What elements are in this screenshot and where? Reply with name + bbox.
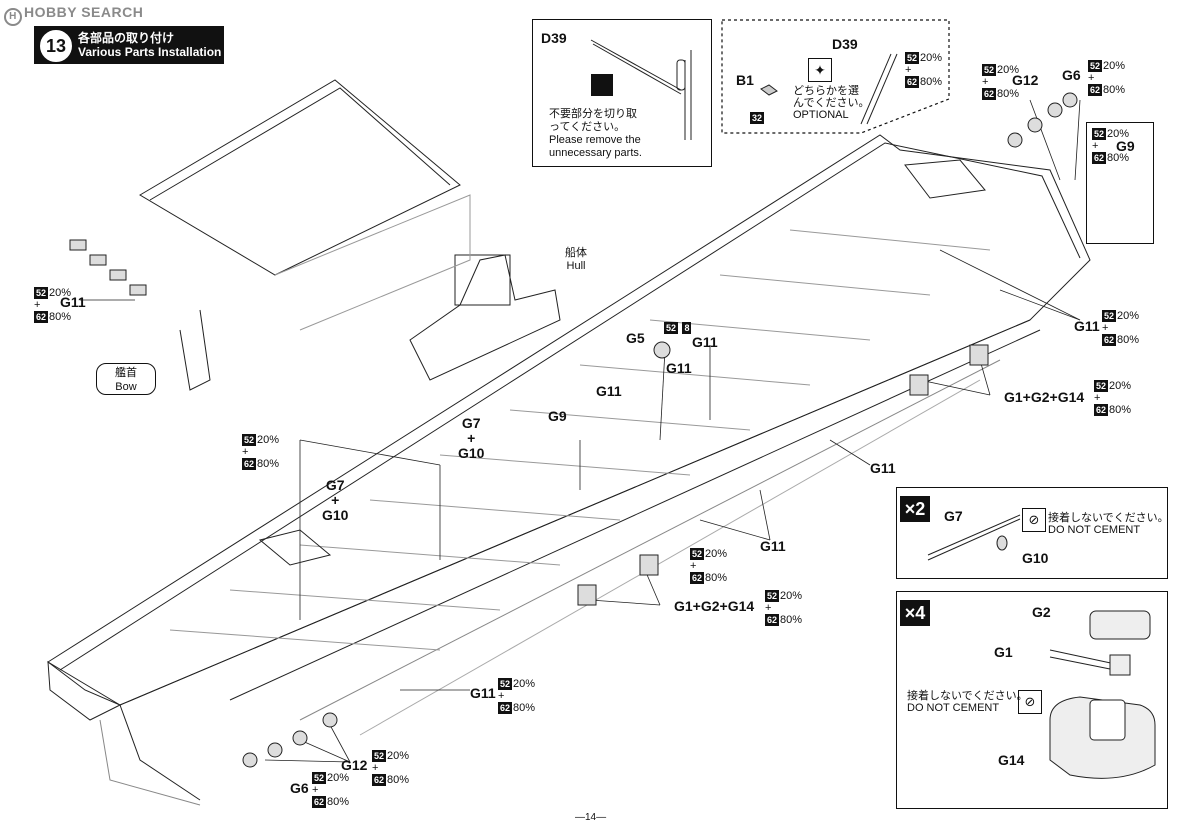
inset-optional-chip-b: 32 [750, 112, 765, 124]
optional-en: OPTIONAL [793, 109, 849, 121]
bow-label: 艦首 Bow [96, 363, 156, 395]
step-header: 13 各部品の取り付け Various Parts Installation [34, 26, 224, 64]
x2-part-a: G7 [944, 508, 963, 524]
g6-top-label: G6 [1062, 67, 1081, 83]
g5-chips: 52 8 [664, 322, 692, 334]
g9-mid-label: G9 [548, 408, 567, 424]
x4-note-en: DO NOT CEMENT [907, 702, 1000, 714]
step-title-jp: 各部品の取り付け [78, 31, 175, 45]
remove-en-2: unnecessary parts. [549, 147, 642, 159]
g7-lower: G7 [325, 477, 345, 493]
g11-c-label: G11 [596, 383, 622, 399]
inset-remove-parts: D39 不要部分を切り取 ってください。 Please remove the u… [532, 19, 712, 167]
page-number: —14— [575, 812, 607, 823]
g11-mid2-label: G11 [760, 538, 786, 554]
x2-multiplier: ×2 [900, 496, 930, 522]
d39-part-drawing [590, 39, 692, 140]
inset-remove-part: D39 [541, 30, 567, 46]
x2-detail-box [896, 487, 1168, 579]
g10-lower: G10 [322, 507, 349, 523]
watermark-text: HOBBY SEARCH [24, 4, 144, 20]
remove-jp-2: ってください。 [549, 121, 626, 133]
g7-g10-lower-label: G7 + G10 [322, 478, 348, 523]
step-number: 13 [40, 30, 72, 62]
remove-en-1: Please remove the [549, 134, 641, 146]
g11-mid-label: G11 [870, 460, 896, 476]
x4-part-c: G14 [998, 752, 1025, 768]
plus-lower: + [331, 492, 340, 508]
plus-upper: + [467, 430, 476, 446]
g11-a-label: G11 [692, 334, 718, 350]
x4-note-jp: 接着しないでください。 [907, 690, 1028, 702]
g9-right-label: G9 [1116, 138, 1135, 154]
g12-top-label: G12 [1012, 72, 1039, 88]
x4-multiplier: ×4 [900, 600, 930, 626]
x4-part-a: G2 [1032, 604, 1051, 620]
optional-jp-2: んでください。 [793, 97, 870, 109]
inset-optional-border [721, 19, 950, 134]
step-title-en: Various Parts Installation [78, 45, 222, 59]
x2-note-jp: 接着しないでください。 [1048, 512, 1169, 524]
g12-bottom-label: G12 [341, 757, 368, 773]
g6-bottom-label: G6 [290, 780, 309, 796]
g9-detail-box [1086, 122, 1154, 244]
x4-note: 接着しないでください。 DO NOT CEMENT [907, 690, 1028, 714]
x2-note-en: DO NOT CEMENT [1048, 524, 1141, 536]
g5-label: G5 [626, 330, 645, 346]
bow-label-en: Bow [115, 381, 137, 393]
inset-optional-text: どちらかを選 んでください。 OPTIONAL [793, 85, 869, 121]
cut-icon [591, 74, 613, 96]
no-cement-icon-x4: ⊘ [1018, 690, 1042, 714]
gun-mount-drawing [1049, 610, 1156, 779]
x2-note: 接着しないでください。 DO NOT CEMENT [1048, 512, 1169, 536]
g1g2g14-mid-label: G1+G2+G14 [674, 598, 755, 614]
x2-part-b: G10 [1022, 550, 1049, 566]
g7-upper: G7 [461, 415, 481, 431]
g7-g10-upper-label: G7 + G10 [458, 416, 484, 461]
g11-bottom-label: G11 [470, 685, 496, 701]
inset-remove-text: 不要部分を切り取 ってください。 Please remove the unnec… [549, 108, 642, 160]
optional-icon: ✦ [808, 58, 832, 82]
g10-upper: G10 [458, 445, 485, 461]
inset-optional-part-a: D39 [832, 36, 858, 52]
bow-label-jp: 艦首 [115, 367, 137, 379]
x4-part-b: G1 [994, 644, 1013, 660]
g11-left-label: G11 [60, 294, 86, 310]
g11-b-label: G11 [666, 360, 692, 376]
optional-jp-1: どちらかを選 [793, 85, 859, 97]
g1g2g14-right-label: G1+G2+G14 [1004, 389, 1085, 405]
inset-optional-part-b: B1 [736, 72, 754, 88]
no-cement-icon: ⊘ [1022, 508, 1046, 532]
g7-part-drawing [927, 514, 1021, 561]
hull-label: 船体 Hull [565, 247, 587, 273]
remove-jp-1: 不要部分を切り取 [549, 108, 637, 120]
hull-label-en: Hull [566, 260, 586, 272]
hull-label-jp: 船体 [565, 247, 587, 259]
g11-right-label: G11 [1074, 318, 1100, 334]
